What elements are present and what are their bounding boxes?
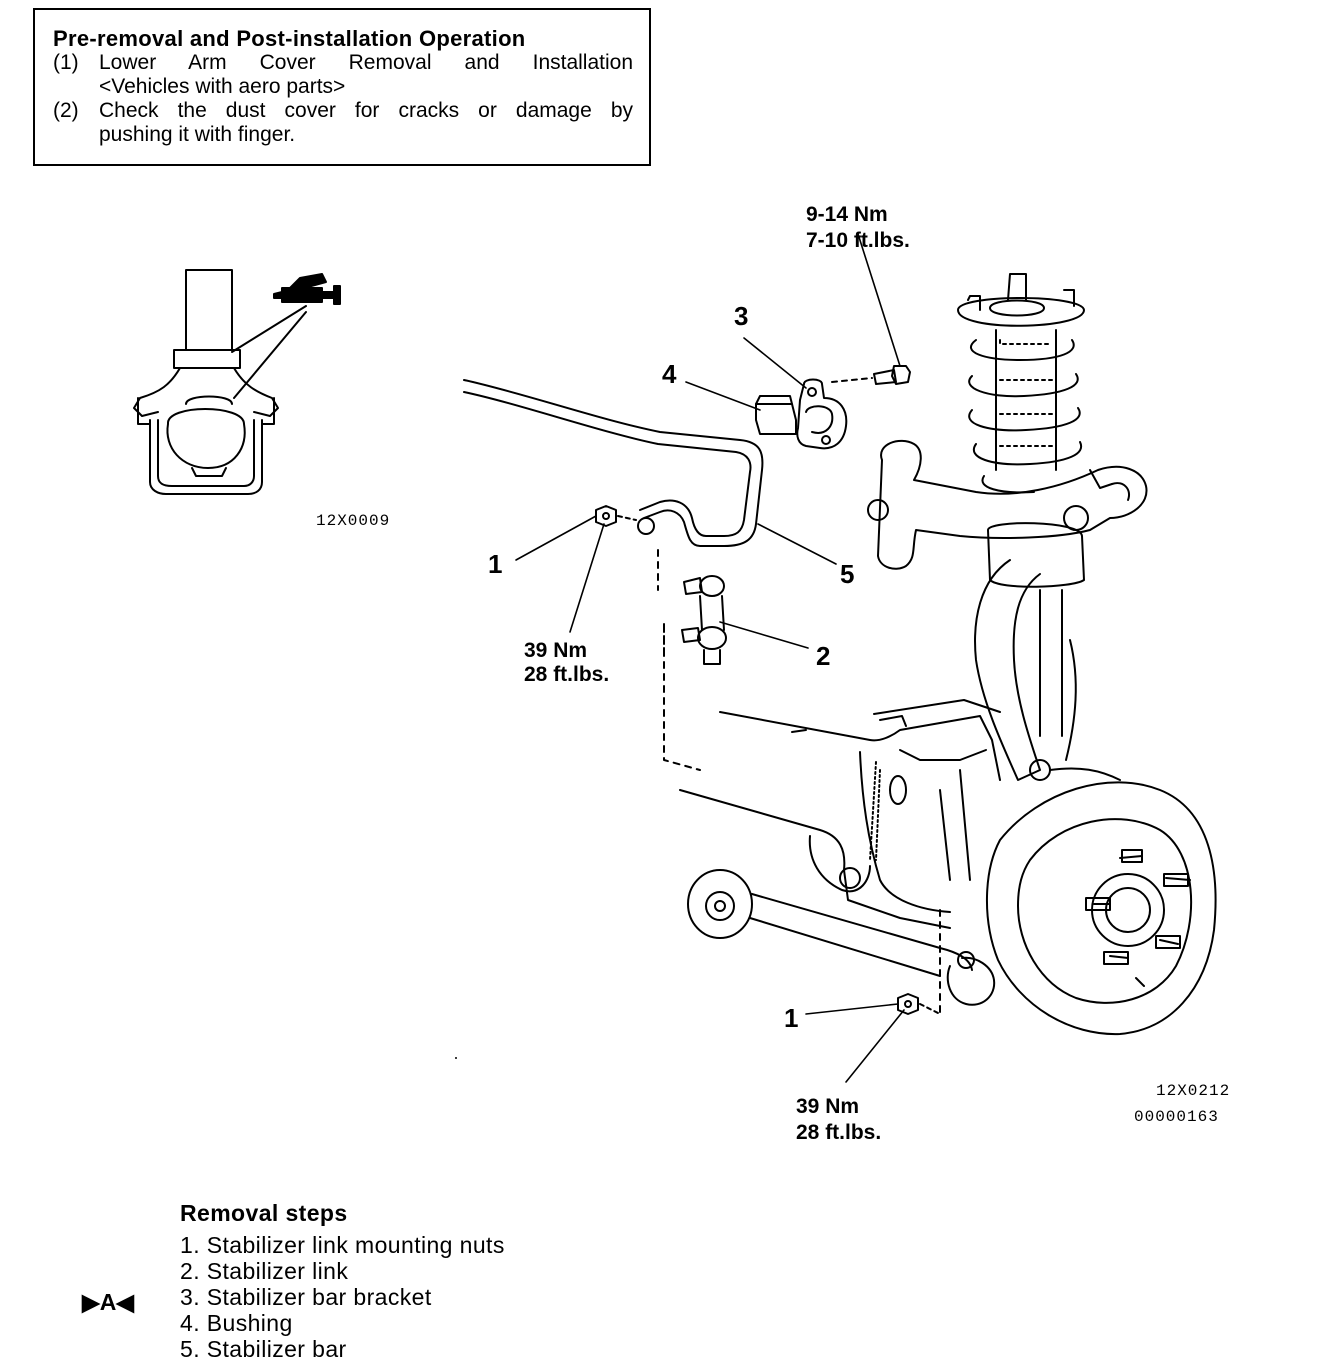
- notice-title: Pre-removal and Post-installation Operat…: [53, 26, 526, 51]
- removal-steps-title: Removal steps: [180, 1200, 348, 1226]
- strut-assembly: [957, 273, 1085, 737]
- knuckle: [974, 559, 1077, 781]
- removal-step: 4. Bushing: [180, 1310, 293, 1336]
- installation-note-marker: ▶A◀: [82, 1289, 134, 1315]
- removal-step: 2. Stabilizer link: [180, 1258, 349, 1284]
- brake-drum: [986, 767, 1217, 1036]
- figure-id-code: 00000163: [1134, 1108, 1219, 1126]
- stabilizer-bar-bracket: [796, 378, 848, 450]
- grease-gun-icon: [273, 273, 341, 305]
- pre-removal-notice-box: Pre-removal and Post-installation Operat…: [33, 8, 651, 166]
- callout-2: 2: [816, 641, 831, 671]
- dust-cover-inset: [133, 269, 307, 495]
- leader-lines: [515, 233, 905, 1083]
- callout-3: 3: [734, 301, 749, 331]
- stabilizer-link: [657, 549, 727, 665]
- notice-item-number: (2): [53, 99, 79, 122]
- removal-step: 3. Stabilizer bar bracket: [180, 1284, 432, 1310]
- callout-4: 4: [662, 359, 677, 389]
- lower-arm: [687, 869, 996, 1006]
- bushing: [755, 395, 797, 435]
- bracket-bolt: [831, 365, 911, 385]
- crossmember: [663, 625, 1001, 1017]
- callout-1-bottom: 1: [784, 1003, 799, 1033]
- removal-step: 1. Stabilizer link mounting nuts: [180, 1232, 505, 1258]
- removal-steps: Removal steps 1. Stabilizer link mountin…: [180, 1198, 505, 1362]
- link-top-torque-nm: 39 Nm: [524, 639, 588, 662]
- notice-item-1: (1) Lower Arm Cover Removal and Installa…: [53, 51, 633, 99]
- notice-item-2: (2) Check the dust cover for cracks or d…: [53, 99, 633, 147]
- upper-arm: [867, 439, 1148, 570]
- notice-item-text: Check the dust cover for cracks or damag…: [99, 99, 633, 122]
- stabilizer-bar: [463, 379, 764, 547]
- link-bottom-torque-ftlbs: 28 ft.lbs.: [796, 1121, 882, 1144]
- link-top-torque-ftlbs: 28 ft.lbs.: [524, 663, 610, 686]
- notice-item-number: (1): [53, 51, 79, 74]
- callout-5: 5: [840, 559, 855, 589]
- callout-1-top: 1: [488, 549, 503, 579]
- removal-step: 5. Stabilizer bar: [180, 1336, 347, 1362]
- main-figure-code: 12X0212: [1156, 1082, 1231, 1100]
- notice-item-text: Lower Arm Cover Removal and Installation: [99, 51, 633, 74]
- stabilizer-link-nut-bottom: [897, 993, 941, 1015]
- bracket-torque-ftlbs: 7-10 ft.lbs.: [806, 229, 910, 252]
- notice-item-text: <Vehicles with aero parts>: [99, 75, 346, 98]
- inset-figure-code: 12X0009: [316, 512, 391, 530]
- stabilizer-link-nut-top: [595, 505, 637, 527]
- notice-item-text: pushing it with finger.: [99, 123, 296, 146]
- bracket-torque-nm: 9-14 Nm: [806, 203, 888, 226]
- link-bottom-torque-nm: 39 Nm: [796, 1095, 860, 1118]
